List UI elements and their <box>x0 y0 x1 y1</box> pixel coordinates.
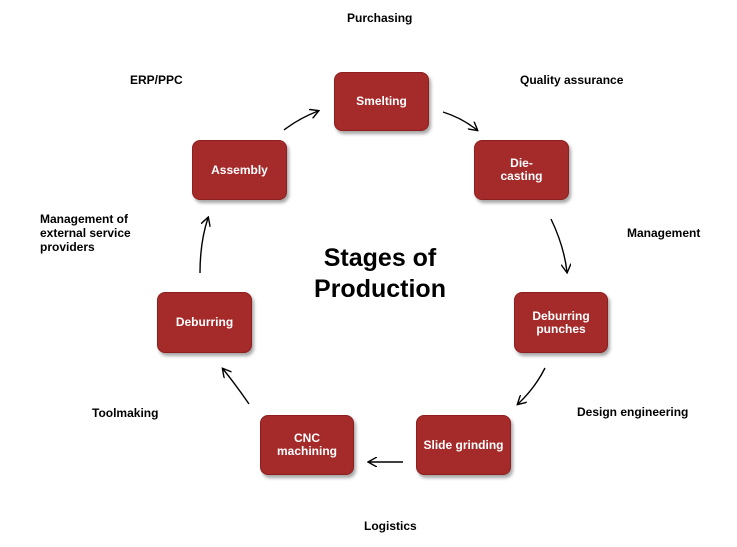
label-management: Management <box>627 226 701 240</box>
label-erp-ppc: ERP/PPC <box>130 73 183 87</box>
stage-smelting-label: Smelting <box>356 94 407 108</box>
arrow-smelting-to-die-casting <box>442 111 477 130</box>
stage-slide-grinding: Slide grinding <box>416 415 511 475</box>
stage-slide-grinding-label: Slide grinding <box>423 437 504 452</box>
arrow-deburring-to-assembly <box>199 218 208 274</box>
stage-deburring-punches: Deburring punches <box>514 292 608 353</box>
stage-assembly: Assembly <box>192 140 287 200</box>
stage-deburring: Deburring <box>157 292 252 353</box>
label-quality-assurance: Quality assurance <box>520 73 624 87</box>
stage-cnc-machining-label: CNC machining <box>276 431 337 458</box>
stage-assembly-label: Assembly <box>211 162 268 177</box>
stage-smelting: Smelting <box>334 72 429 131</box>
label-toolmaking: Toolmaking <box>92 406 159 420</box>
label-logistics: Logistics <box>364 519 417 533</box>
stage-die-casting-label: Die- casting <box>500 156 543 183</box>
arrow-assembly-to-smelting <box>283 111 318 131</box>
arrow-deburring-punches-to-slide-grinding <box>518 367 546 404</box>
label-external-service-providers: Management of external service providers <box>40 212 131 254</box>
label-design-engineering: Design engineering <box>577 405 689 419</box>
arrow-cnc-machining-to-deburring <box>223 369 250 405</box>
stage-deburring-punches-label: Deburring punches <box>532 308 590 336</box>
stage-die-casting: Die- casting <box>474 140 569 200</box>
arrow-die-casting-to-deburring-punches <box>550 218 567 272</box>
stage-deburring-label: Deburring <box>175 315 234 329</box>
stage-cnc-machining: CNC machining <box>260 415 354 475</box>
diagram-title: Stages of Production <box>314 244 446 303</box>
label-purchasing: Purchasing <box>347 11 413 25</box>
